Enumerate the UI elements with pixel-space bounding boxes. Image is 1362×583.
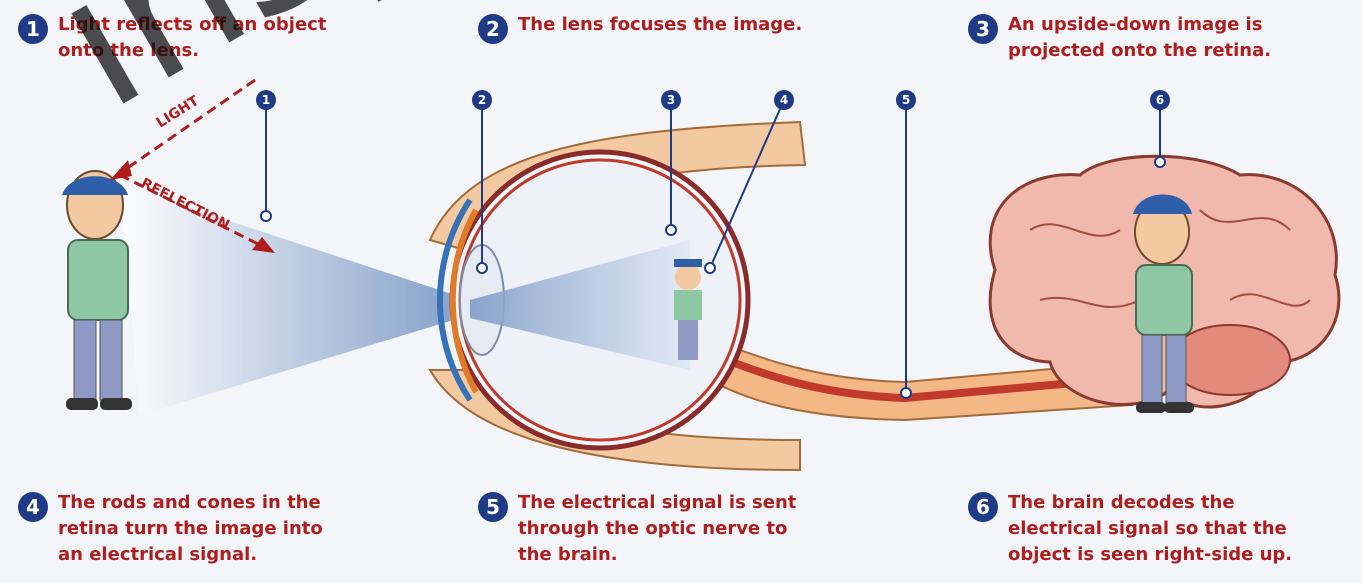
person-left [62, 171, 132, 410]
step-badge: 1 [18, 14, 48, 44]
step-text: Light reflects off an object onto the le… [58, 12, 326, 64]
marker-1: 1 [256, 90, 276, 110]
step-3: 3 An upside-down image is projected onto… [968, 12, 1271, 64]
step-1: 1 Light reflects off an object onto the … [18, 12, 326, 64]
step-badge: 4 [18, 492, 48, 522]
step-text: An upside-down image is projected onto t… [1008, 12, 1271, 64]
svg-text:5: 5 [902, 93, 910, 107]
step-text: The rods and cones in the retina turn th… [58, 490, 323, 568]
step-4: 4 The rods and cones in the retina turn … [18, 490, 323, 568]
step-2: 2 The lens focuses the image. [478, 12, 802, 44]
marker-3: 3 [661, 90, 681, 110]
step-badge: 3 [968, 14, 998, 44]
step-badge: 5 [478, 492, 508, 522]
light-label: LIGHT [154, 93, 203, 132]
marker-4: 4 [774, 90, 794, 110]
svg-text:3: 3 [667, 93, 675, 107]
svg-text:1: 1 [262, 93, 270, 107]
step-badge: 2 [478, 14, 508, 44]
step-5: 5 The electrical signal is sent through … [478, 490, 796, 568]
step-text: The electrical signal is sent through th… [518, 490, 796, 568]
marker-6: 6 [1150, 90, 1170, 110]
marker-2: 2 [472, 90, 492, 110]
step-text: The brain decodes the electrical signal … [1008, 490, 1292, 568]
svg-text:2: 2 [478, 93, 486, 107]
step-badge: 6 [968, 492, 998, 522]
marker-5: 5 [896, 90, 916, 110]
step-6: 6 The brain decodes the electrical signa… [968, 490, 1292, 568]
svg-text:6: 6 [1156, 93, 1164, 107]
light-beam-left [120, 185, 470, 415]
inverted-image [674, 259, 702, 360]
svg-text:4: 4 [780, 93, 788, 107]
light-arrow [110, 80, 255, 180]
step-text: The lens focuses the image. [518, 12, 802, 38]
